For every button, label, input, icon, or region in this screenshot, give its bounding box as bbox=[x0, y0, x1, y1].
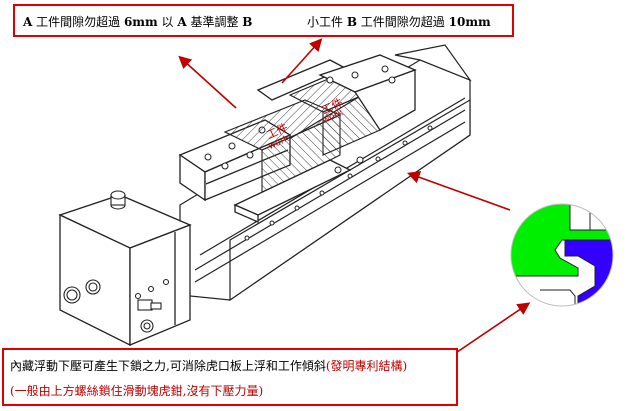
arrow-to-workpiece-gap-b bbox=[281, 38, 323, 84]
bottom-note-line2: (一般由上方螺絲鎖住滑動塊虎鉗,沒有下壓力量) bbox=[10, 384, 264, 398]
rear-jaw-block bbox=[318, 54, 417, 131]
top-note-left: A 工件間隙勿超過 6mm 以 A 基準調整 B bbox=[23, 15, 253, 29]
bottom-note-line1: 內藏浮動下壓可產生下鎖之力,可消除虎口板上浮和工作傾斜(發明專利結構) bbox=[10, 359, 408, 373]
top-note-right: 小工件 B 工件間隙勿超過 10mm bbox=[307, 15, 491, 29]
rail-holes bbox=[244, 125, 433, 241]
jaw-lock-detail bbox=[510, 203, 614, 307]
housing-fittings bbox=[63, 190, 170, 333]
bottom-callout: 內藏浮動下壓可產生下鎖之力,可消除虎口板上浮和工作傾斜(發明專利結構) (一般由… bbox=[2, 348, 458, 406]
center-jaw-block bbox=[233, 59, 352, 223]
arrow-to-jaw-detail bbox=[406, 171, 511, 211]
housing-box bbox=[58, 194, 192, 347]
rear-jaw-holes bbox=[326, 65, 396, 174]
top-callout: A 工件間隙勿超過 6mm 以 A 基準調整 B 小工件 B 工件間隙勿超過 1… bbox=[13, 4, 514, 37]
arrow-to-workpiece-gap-a bbox=[178, 55, 237, 109]
